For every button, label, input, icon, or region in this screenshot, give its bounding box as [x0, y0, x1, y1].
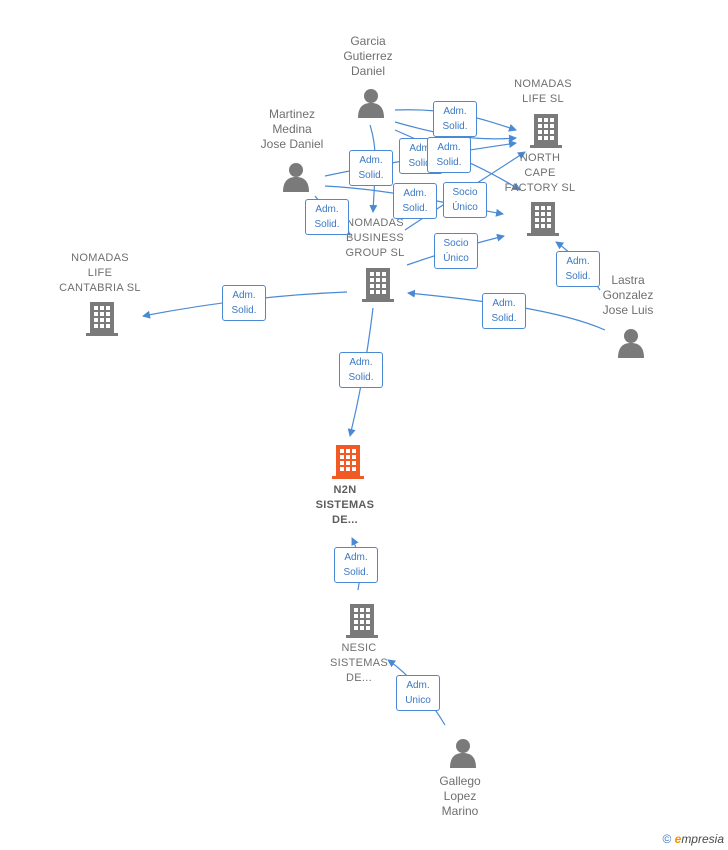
edge-tag-adm-solid: Adm. Solid. [339, 352, 383, 388]
node-label-gallego[interactable]: Gallego Lopez Marino [439, 774, 481, 818]
building-icon-nomadas-business [362, 268, 394, 302]
node-label-martinez[interactable]: Martinez Medina Jose Daniel [260, 107, 324, 151]
edge-tag-adm-solid: Adm. Solid. [433, 101, 477, 137]
copyright-symbol: © [662, 832, 672, 846]
person-icon-garcia [358, 89, 384, 118]
node-label-nomadas-life[interactable]: NOMADAS LIFE SL [514, 78, 572, 105]
building-icon-north-cape [527, 202, 559, 236]
node-label-n2n[interactable]: N2N SISTEMAS DE... [315, 484, 375, 526]
person-icon-martinez [283, 163, 309, 192]
node-label-cantabria[interactable]: NOMADAS LIFE CANTABRIA SL [59, 252, 141, 294]
node-label-nomadas-business[interactable]: NOMADAS BUSINESS GROUP SL [345, 217, 405, 259]
person-icon-gallego [450, 739, 476, 768]
edge-tag-adm-solid: Adm. Solid. [393, 183, 437, 219]
edge-tag-adm-unico: Adm. Unico [396, 675, 440, 711]
edge-tag-adm-solid: Adm. Solid. [349, 150, 393, 186]
edge-tag-adm-solid: Adm. Solid. [222, 285, 266, 321]
edge-tag-adm-solid: Adm. Solid. [482, 293, 526, 329]
building-icon-cantabria [86, 302, 118, 336]
edge-tag-socio-unico: Socio Único [434, 233, 478, 269]
edge-tag-adm-solid: Adm. Solid. [305, 199, 349, 235]
node-label-lastra[interactable]: Lastra Gonzalez Jose Luis [602, 273, 654, 317]
edge-tag-adm-solid: Adm. Solid. [427, 137, 471, 173]
building-icon-nesic [346, 604, 378, 638]
edge-tag-socio-unico: Socio Único [443, 182, 487, 218]
brand-logo-text: mpresia [681, 832, 724, 846]
edge-tag-adm-solid: Adm. Solid. [556, 251, 600, 287]
brand-logo-e: e [674, 832, 682, 846]
brand-footer[interactable]: © empresia [662, 832, 724, 846]
edge-tag-adm-solid: Adm. Solid. [334, 547, 378, 583]
building-icon-nomadas-life [530, 114, 562, 148]
building-icon-n2n [332, 445, 364, 479]
node-label-north-cape[interactable]: NORTH CAPE FACTORY SL [504, 152, 576, 194]
node-label-nesic[interactable]: NESIC SISTEMAS DE... [329, 642, 389, 684]
node-label-garcia[interactable]: Garcia Gutierrez Daniel [343, 34, 393, 78]
person-icon-lastra [618, 329, 644, 358]
